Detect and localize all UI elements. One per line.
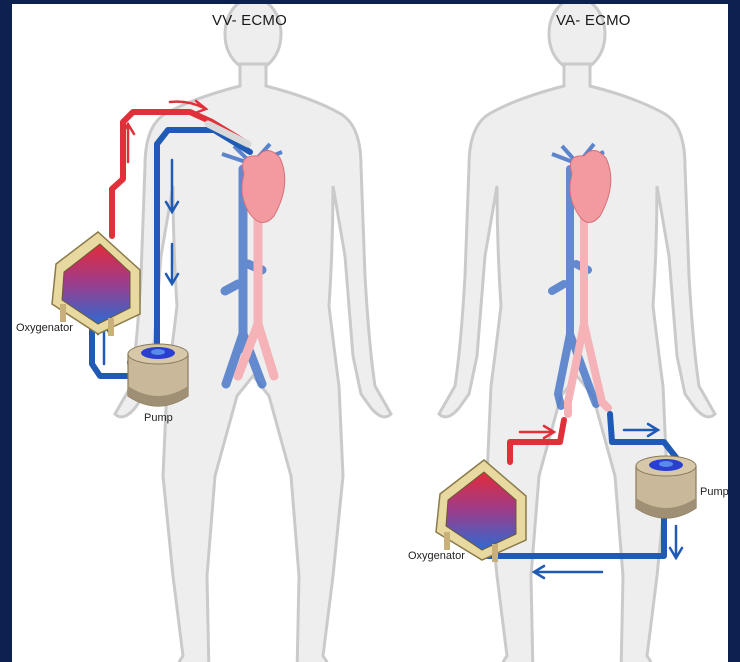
- va-ecmo-title: VA- ECMO: [556, 12, 631, 29]
- va-body-silhouette: [439, 4, 715, 662]
- vv-pump-label: Pump: [144, 412, 173, 424]
- diagram-panel: VV- ECMO VA- ECMO Oxygenator Pump Oxygen…: [12, 4, 728, 662]
- vv-oxygenator-label: Oxygenator: [16, 322, 73, 334]
- vv-oxygenator: [52, 232, 140, 336]
- vv-pump: [128, 344, 188, 406]
- va-oxygenator-label: Oxygenator: [408, 550, 465, 562]
- ecmo-illustration: [12, 4, 728, 662]
- vv-ecmo-title: VV- ECMO: [212, 12, 287, 29]
- va-pump-label: Pump: [700, 486, 728, 498]
- va-pump: [636, 456, 696, 518]
